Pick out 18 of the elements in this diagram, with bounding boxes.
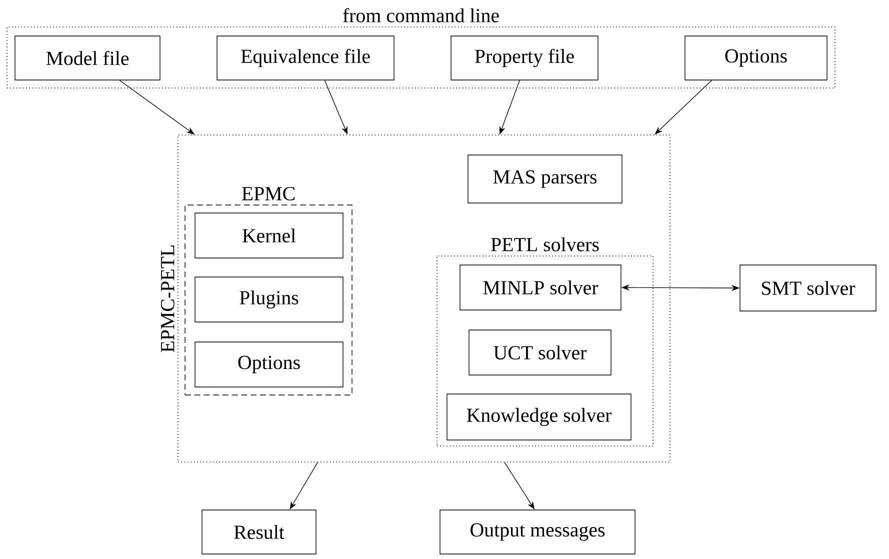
process-box: SMT solver	[740, 264, 876, 312]
process-box: Options	[194, 342, 344, 388]
process-box: MINLP solver	[460, 264, 622, 310]
process-box: Options	[684, 36, 828, 80]
process-box: Result	[202, 510, 316, 554]
process-box: UCT solver	[468, 330, 612, 376]
process-box: Equivalence file	[216, 36, 394, 80]
group-title: EPMC	[242, 187, 295, 200]
process-box: Plugins	[194, 276, 344, 322]
group-title: from command line	[343, 8, 499, 22]
process-box: Knowledge solver	[446, 394, 632, 440]
process-box: Output messages	[440, 510, 636, 554]
group-title: PETL solvers	[491, 237, 599, 252]
process-box: Property file	[450, 36, 598, 80]
process-box: MAS parsers	[468, 154, 622, 204]
process-box: Kernel	[194, 212, 344, 258]
process-box: Model file	[14, 36, 160, 80]
group-title: EPMC-PETL	[160, 245, 174, 352]
